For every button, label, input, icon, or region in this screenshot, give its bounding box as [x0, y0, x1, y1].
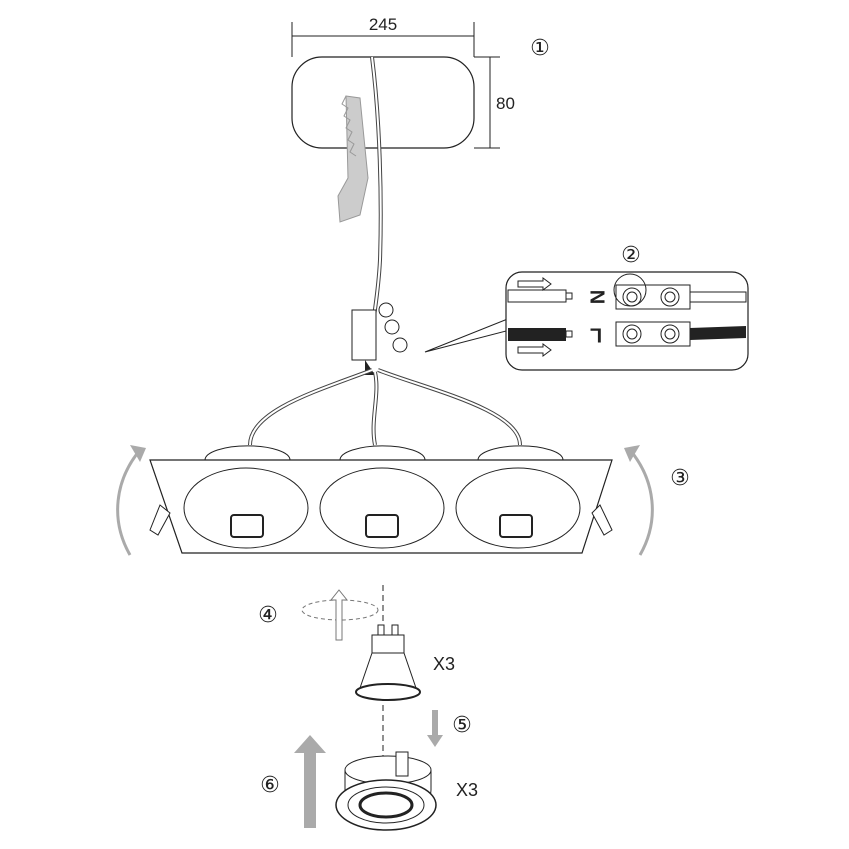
left-spring-arrow-icon	[116, 449, 142, 556]
lamp-quantity: X3	[433, 654, 455, 674]
lamp-holder-ring	[335, 751, 437, 831]
callout-pointer	[424, 317, 511, 353]
ceiling-cutout	[291, 22, 500, 149]
terminal-block	[351, 302, 408, 375]
neutral-label: N	[586, 290, 608, 304]
wiring-detail	[505, 271, 749, 371]
step-1-label: ①	[530, 36, 550, 61]
push-up-arrow-icon	[294, 735, 326, 828]
step-6-label: ⑥	[260, 773, 280, 798]
step-3-label: ③	[670, 466, 690, 491]
dimension-width: 245	[369, 15, 397, 34]
gu10-lamp	[355, 624, 421, 701]
step-2-label: ②	[621, 243, 641, 268]
down-arrow-icon	[427, 710, 443, 747]
live-label: L	[590, 324, 602, 346]
triple-downlight-frame	[149, 445, 613, 554]
saw-icon	[337, 95, 369, 223]
up-arrow-icon	[329, 589, 349, 641]
step-5-label: ⑤	[452, 713, 472, 738]
step-4-label: ④	[258, 603, 278, 628]
dimension-height: 80	[496, 94, 515, 113]
holder-quantity: X3	[456, 780, 478, 800]
right-spring-arrow-icon	[628, 449, 654, 556]
